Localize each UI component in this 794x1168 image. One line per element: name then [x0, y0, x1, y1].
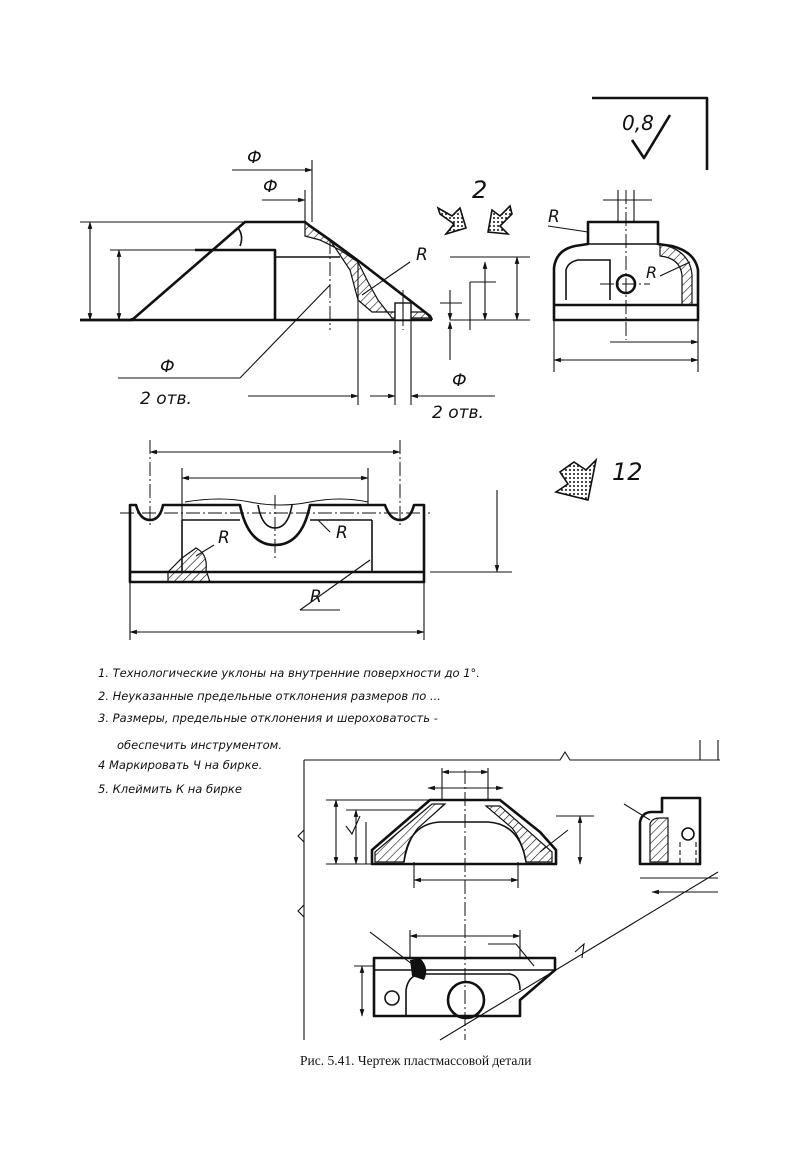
mold-drawing [297, 740, 720, 1041]
radius-label-plan-2: R [336, 523, 348, 543]
radius-label-1: R [416, 245, 428, 265]
note-3: 3. Размеры, предельные отклонения и шеро… [98, 711, 438, 725]
view-2-arrows: 2 [436, 176, 513, 236]
plan-view: R R R [120, 440, 512, 640]
roughness-symbol: 0,8 [592, 96, 709, 170]
front-view-section: Ф Ф R Ф 2 отв. Ф 2 отв. [80, 148, 530, 423]
note-5: 5. Клеймить К на бирке [98, 782, 242, 796]
view-12-label: 12 [612, 458, 643, 486]
radius-label-side-1: R [548, 207, 560, 227]
phi-label-top: Ф [247, 148, 262, 168]
phi-label-hole: Ф [160, 357, 175, 377]
view-12-arrow: 12 [554, 457, 643, 501]
roughness-value: 0,8 [622, 111, 654, 135]
view-2-label: 2 [472, 176, 487, 204]
phi-label-hole-2: Ф [452, 371, 467, 391]
note-4: 4 Маркировать Ч на бирке. [98, 758, 263, 772]
note-2: 2. Неуказанные предельные отклонения раз… [98, 689, 441, 703]
radius-label-plan-3: R [310, 587, 322, 607]
holes-label-1: 2 отв. [140, 389, 192, 409]
side-view-section: R R [547, 190, 700, 372]
phi-label-inner: Ф [263, 177, 278, 197]
radius-label-side-2: R [646, 263, 657, 282]
figure-caption: Рис. 5.41. Чертеж пластмассовой детали [300, 1053, 532, 1068]
note-3-cont: обеспечить инструментом. [117, 738, 282, 752]
radius-label-plan-1: R [218, 528, 230, 548]
note-1: 1. Технологические уклоны на внутренние … [98, 666, 480, 680]
holes-label-2: 2 отв. [432, 403, 484, 423]
